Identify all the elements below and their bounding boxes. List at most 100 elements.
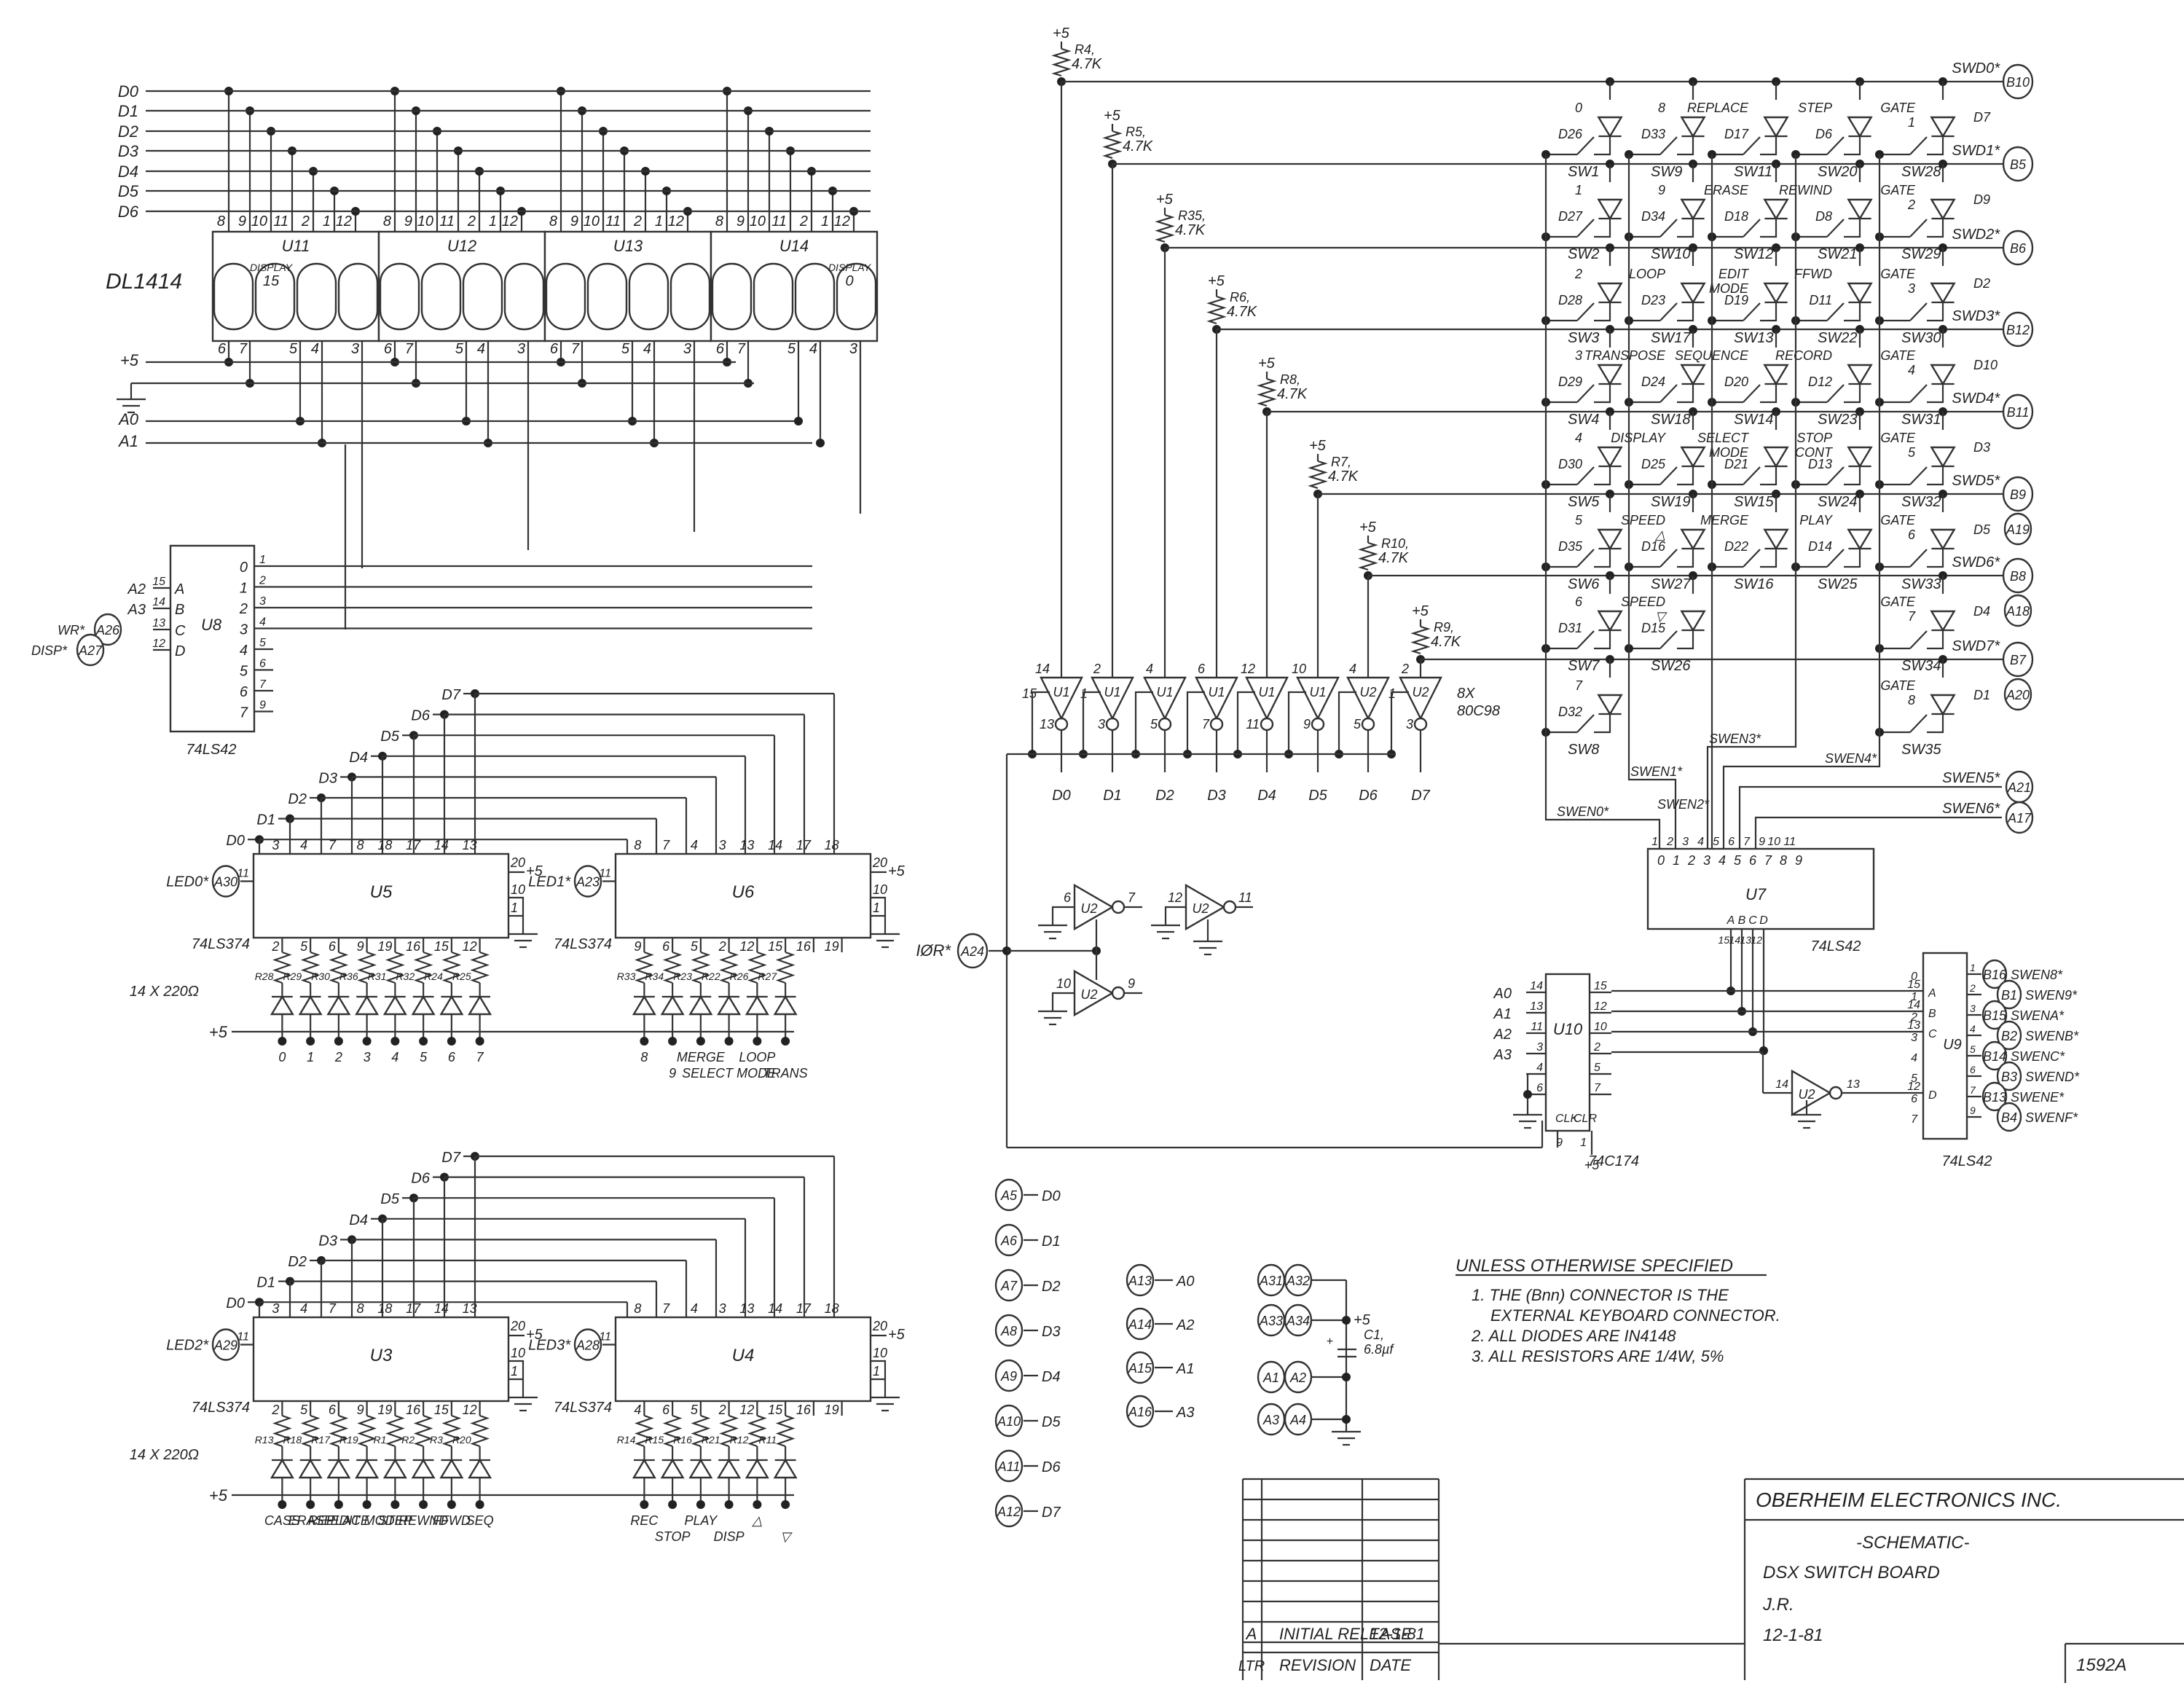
- resistor-ref: R13: [255, 1434, 274, 1446]
- junction-dot: [362, 1500, 372, 1509]
- bus-label: D7: [441, 687, 460, 703]
- port-label: 6: [1911, 1093, 1917, 1105]
- clk-label: CLK: [1555, 1113, 1579, 1125]
- pin-number: 9: [570, 213, 578, 230]
- diode-icon: [717, 995, 742, 1016]
- pin-number: 17: [406, 838, 421, 852]
- switch-ref: SW15: [1734, 494, 1774, 510]
- display-digit: [420, 262, 462, 331]
- resistor-ref: R7,: [1331, 455, 1351, 469]
- key-label: GATE: [1880, 101, 1916, 115]
- junction-dot: [816, 439, 825, 447]
- diode-ref: D9: [1973, 192, 1990, 207]
- junction-dot: [640, 1037, 649, 1046]
- pin-number: 12: [463, 939, 477, 954]
- resistor-value: 4.7K: [1277, 386, 1308, 402]
- resistor-icon: [635, 951, 654, 984]
- bus-label: D0: [226, 1295, 245, 1311]
- bus-label: D1: [1103, 788, 1122, 804]
- pin-number: 3: [1970, 1003, 1976, 1014]
- resistor-icon: [635, 1414, 654, 1448]
- led-label: REC: [630, 1513, 659, 1528]
- junction-dot: [475, 1037, 484, 1046]
- pin-number: 14: [152, 596, 165, 608]
- pin-number: 15: [768, 1403, 783, 1417]
- pin-number: 7: [571, 341, 580, 357]
- diode-icon: [1847, 198, 1873, 221]
- connector-pin-icon: [994, 1494, 1024, 1528]
- diode-ref: D22: [1724, 539, 1748, 554]
- label: 1: [873, 901, 880, 915]
- connector-label: B2: [2001, 1029, 2017, 1043]
- key-label: LOOP: [1629, 267, 1665, 281]
- pin-number: 12: [1907, 1081, 1920, 1093]
- pin-number: 12: [336, 213, 352, 230]
- pin-number: 4: [691, 1301, 698, 1316]
- drawing-number: 1592A: [2076, 1655, 2126, 1675]
- connector-label: A10: [997, 1414, 1021, 1429]
- addr-label: A1: [1176, 1361, 1194, 1377]
- supply-label: +5: [209, 1023, 228, 1041]
- port-label: 2: [1910, 1011, 1917, 1024]
- connector-label: A30: [213, 875, 237, 890]
- connector-pin-icon: [994, 1178, 1024, 1212]
- pin-number: 3: [517, 341, 525, 357]
- pin-number: 2: [1969, 982, 1976, 994]
- pin-number: 4: [259, 616, 266, 629]
- resistor-icon: [272, 951, 292, 984]
- led-label: 4: [391, 1050, 398, 1064]
- led-label: TRANS: [763, 1066, 808, 1081]
- connector-label: A17: [2007, 811, 2032, 825]
- display-0-label: DISPLAY: [828, 262, 872, 273]
- pin-number: 2: [271, 939, 279, 954]
- switch-ref: SW22: [1818, 330, 1857, 346]
- pin-number: 12: [502, 213, 518, 230]
- enable-signal-label: SWEN8*: [2011, 968, 2063, 982]
- diode-icon: [773, 1458, 798, 1479]
- tristate-inverter-icon: U1: [1296, 676, 1340, 732]
- pin-number: 6: [1728, 836, 1735, 848]
- resistor-ref: R14: [617, 1434, 636, 1446]
- resistor-icon: [775, 1414, 796, 1448]
- pin-number: 6: [1536, 1082, 1543, 1094]
- diode-ref: D17: [1724, 127, 1749, 141]
- bus-label: D3: [1042, 1324, 1061, 1340]
- key-label: PLAY: [1799, 513, 1834, 528]
- gate-ref: U1: [1053, 685, 1069, 699]
- switch-ref: SW2: [1568, 246, 1599, 262]
- bus-label: D1: [1042, 1234, 1061, 1250]
- led-label: ▽: [780, 1529, 793, 1544]
- pin-number: 3: [351, 341, 359, 357]
- buffer-array: U1141315D0U1231D1U145D2U167D3U11211D4U11…: [916, 662, 1544, 1149]
- diode-ref: D33: [1641, 127, 1665, 141]
- diode-icon: [1847, 282, 1873, 305]
- connector-pin-icon: [1981, 959, 2008, 989]
- pin-number: 2: [1401, 662, 1409, 676]
- junction-dot: [475, 1500, 484, 1509]
- pin-number: 10: [584, 213, 600, 230]
- junction-dot: [753, 1500, 762, 1509]
- bus-label: D2: [288, 791, 307, 807]
- pin-number: 11: [599, 1331, 611, 1344]
- port-label: 2: [239, 601, 248, 617]
- pin-number: 14: [1775, 1078, 1788, 1091]
- resistor-ref: R30: [311, 970, 330, 982]
- chip-ref: U5: [370, 882, 393, 902]
- inverter-icon: U2: [1073, 969, 1126, 1017]
- connector-label: A3: [1262, 1413, 1279, 1427]
- connector-label: B9: [2010, 487, 2026, 502]
- diode-icon: [745, 1458, 769, 1479]
- switch-ref: SW34: [1901, 658, 1941, 674]
- resistor-ref: R27: [758, 970, 777, 982]
- resistor-ref: R18: [283, 1434, 302, 1446]
- junction-dot: [668, 1500, 677, 1509]
- bus-label: D1: [256, 1275, 275, 1291]
- pin-number: 5: [289, 341, 298, 357]
- resistor-value: 4.7K: [1072, 56, 1103, 72]
- port-label: D: [1759, 914, 1768, 927]
- port-label: 5: [1911, 1072, 1917, 1085]
- pin-number: 16: [796, 1403, 812, 1417]
- pin-number: 2: [718, 1403, 726, 1417]
